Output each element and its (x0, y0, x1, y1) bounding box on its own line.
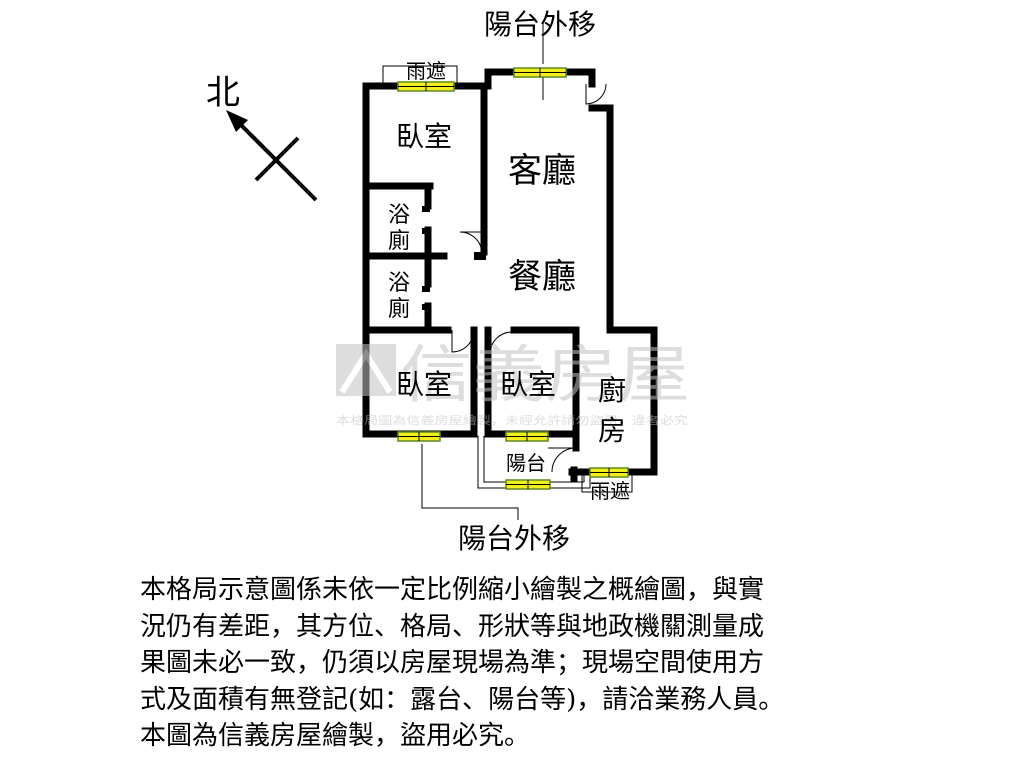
disclaimer-line: 果圖未必一致，仍須以房屋現場為準；現場空間使用方 (140, 648, 765, 678)
room-bath-upper-2: 廁 (388, 229, 410, 254)
watermark-brand: 信義房屋 (400, 338, 690, 411)
door-handles (422, 206, 486, 310)
disclaimer-line: 本格局示意圖係未依一定比例縮小繪製之概繪圖，與實 (140, 575, 765, 605)
room-bedroom-s: 臥室 (500, 368, 556, 401)
room-dining: 餐廳 (508, 257, 576, 297)
room-bedroom-nw: 臥室 (396, 120, 452, 153)
canopy-top-label: 雨遮 (406, 59, 446, 83)
room-bath-lower-2: 廁 (388, 297, 410, 322)
disclaimer-line: 式及面積有無登記(如：露台、陽台等)，請洽業務人員。 (140, 684, 785, 715)
watermark: 信義房屋 本格局圖為信義房屋繪製，未經允許請勿盜用，違者必究 (336, 338, 690, 427)
floor-plan: 北 (206, 8, 690, 555)
north-label: 北 (206, 73, 240, 113)
room-labels: 客廳 餐廳 臥室 浴 廁 浴 廁 臥室 臥室 廚 房 陽台 (388, 120, 626, 475)
balcony-moved-bottom-label: 陽台外移 (458, 522, 570, 555)
canopy-bottom-label: 雨遮 (590, 479, 630, 503)
room-bath-upper-1: 浴 (388, 203, 410, 228)
door-swings (451, 83, 607, 473)
north-arrow-icon (226, 110, 318, 202)
room-bedroom-sw: 臥室 (396, 368, 452, 401)
room-kitchen-2: 房 (598, 414, 626, 447)
annotations: 陽台外移 陽台外移 雨遮 雨遮 (406, 8, 630, 555)
room-living: 客廳 (508, 151, 576, 191)
disclaimer-text: 本格局示意圖係未依一定比例縮小繪製之概繪圖，與實 況仍有差距，其方位、格局、形狀… (140, 572, 900, 755)
watermark-logo-icon (336, 344, 396, 396)
room-bath-lower-1: 浴 (388, 271, 410, 296)
disclaimer-line: 況仍有差距，其方位、格局、形狀等與地政機關測量成 (140, 611, 765, 642)
balcony-moved-top-label: 陽台外移 (484, 8, 596, 41)
room-kitchen-1: 廚 (598, 374, 626, 407)
room-balcony: 陽台 (506, 451, 546, 475)
disclaimer-line: 本圖為信義房屋繪製，盜用必究。 (140, 721, 531, 751)
watermark-note: 本格局圖為信義房屋繪製，未經允許請勿盜用，違者必究 (336, 413, 688, 427)
window-dividers (398, 68, 628, 489)
